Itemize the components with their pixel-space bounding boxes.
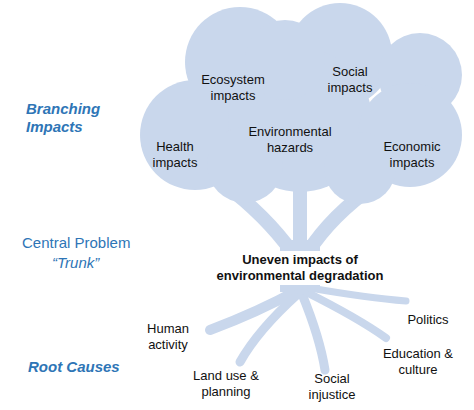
impact-label: Health impacts [146, 139, 204, 170]
central-problem: Uneven impacts of environmental degradat… [202, 251, 398, 284]
impact-label: Economic impacts [376, 139, 448, 170]
root-cause: Education & culture [373, 346, 463, 377]
cloud-canopy: Ecosystem impacts Social impactsHealth im… [135, 0, 470, 205]
section-heading: Central Problem [22, 234, 152, 252]
root-cause: Social injustice [301, 371, 363, 402]
section-heading: Branching Impacts [26, 100, 116, 136]
root-cause: Human activity [138, 321, 198, 352]
section-heading: Root Causes [28, 358, 138, 376]
impact-label: Environmental hazards [240, 124, 340, 155]
cloud-shape [135, 0, 470, 205]
impact-label: Ecosystem impacts [193, 72, 273, 103]
section-heading: “Trunk” [52, 254, 132, 272]
impact-label: Social impacts [319, 64, 381, 95]
root-cause: Land use & planning [190, 368, 262, 399]
root-cause: Politics [398, 312, 458, 328]
